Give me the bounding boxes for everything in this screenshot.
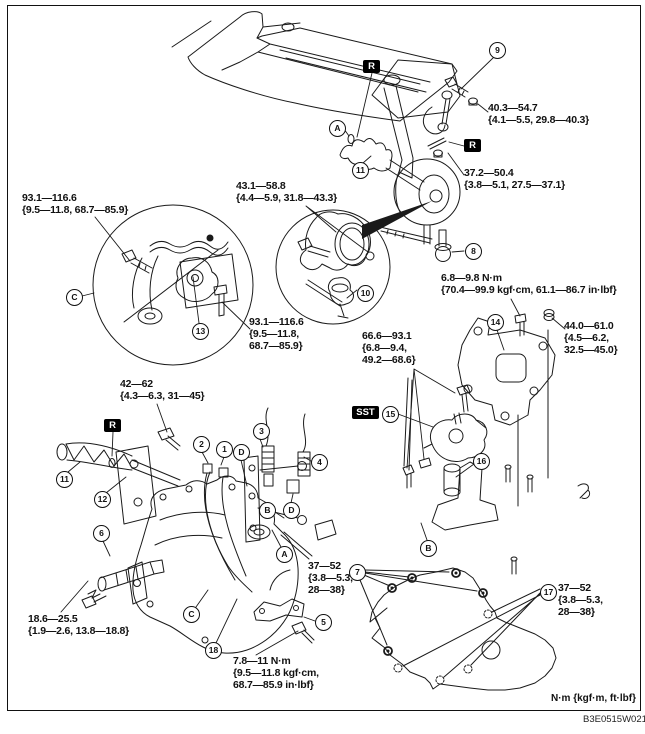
detail-circle-mount-member	[92, 204, 254, 366]
torque-label-strut-nut: 37.2—50.4 {3.8—5.1, 27.5—37.1}	[464, 167, 566, 191]
torque-label-mount-nut: 44.0—61.0 {4.5—6.2, 32.5—45.0}	[564, 320, 618, 356]
callout-5: 5	[315, 614, 332, 631]
torque-label-small-bracket: 6.8—9.8 N·m {70.4—99.9 kgf·cm, 61.1—86.7…	[441, 272, 617, 296]
callout-4: 4	[311, 454, 328, 471]
callout-1: 1	[216, 441, 233, 458]
diagram-border	[7, 5, 641, 711]
sst-marker: SST	[352, 406, 379, 419]
tie-rod-end-drawing	[379, 226, 452, 262]
torque-label-gusset-plate: 7.8—11 N·m {9.5—11.8 kgf·cm, 68.7—85.9 i…	[233, 655, 319, 691]
figure-code: B3E0515W021	[583, 714, 645, 725]
ref-letter-C: C	[66, 289, 83, 306]
torque-label-bell-housing-upper: 37—52 {3.8—5.3, 28—38}	[308, 560, 353, 596]
callout-8: 8	[465, 243, 482, 260]
mount-bracket-16-drawing	[431, 461, 591, 575]
engine-underside-drawing	[171, 11, 461, 122]
ref-letter-D: D	[283, 502, 300, 519]
callout-16: 16	[473, 453, 490, 470]
callout-7: 7	[349, 564, 366, 581]
bolt-17-points	[393, 609, 493, 685]
stabilizer-link-drawing	[422, 76, 478, 135]
torque-label-bracket-bolt: 42—62 {4.3—6.3, 31—45}	[120, 378, 205, 402]
torque-label-release-cylinder: 18.6—25.5 {1.9—2.6, 13.8—18.8}	[28, 613, 130, 637]
ref-letter-A: A	[329, 120, 346, 137]
torque-label-stabilizer-link: 40.3—54.7 {4.1—5.5, 29.8—40.3}	[488, 102, 590, 126]
ref-letter-A: A	[276, 546, 293, 563]
bell-housing-bolt-map	[359, 567, 557, 691]
replace-part-marker: R	[363, 60, 380, 73]
units-note: N·m {kgf·m, ft·lbf}	[551, 693, 636, 704]
torque-label-bell-housing-lower: 37—52 {3.8—5.3, 28—38}	[558, 582, 603, 618]
release-cylinder-and-gusset-drawing	[81, 559, 315, 644]
callout-10: 10	[357, 285, 374, 302]
mount-bracket-14-drawing	[457, 309, 556, 507]
callout-11: 11	[56, 471, 73, 488]
replace-part-marker: R	[104, 419, 121, 432]
callout-6: 6	[93, 525, 110, 542]
torque-label-mount-member-lower: 93.1—116.6 {9.5—11.8, 68.7—85.9}	[249, 316, 304, 352]
callout-9: 9	[489, 42, 506, 59]
ref-letter-B: B	[259, 502, 276, 519]
callout-18: 18	[205, 642, 222, 659]
transaxle-drawing	[127, 471, 299, 654]
replace-part-marker: R	[464, 139, 481, 152]
callout-3: 3	[253, 423, 270, 440]
callout-17: 17	[540, 584, 557, 601]
detail-circle-knuckle	[275, 201, 432, 325]
ref-letter-D: D	[233, 444, 250, 461]
strut-and-mount-drawing	[339, 85, 461, 245]
torque-label-engine-mount-bolts: 66.6—93.1 {6.8—9.4, 49.2—68.6}	[362, 330, 416, 366]
torque-label-tie-rod-end: 43.1—58.8 {4.4—5.9, 31.8—43.3}	[236, 180, 338, 204]
engine-mount-15-drawing	[402, 377, 488, 489]
ref-letter-B: B	[420, 540, 437, 557]
driveshaft-drawing	[56, 427, 181, 525]
torque-label-mount-member-upper: 93.1—116.6 {9.5—11.8, 68.7—85.9}	[22, 192, 129, 216]
callout-14: 14	[487, 314, 504, 331]
callout-2: 2	[193, 436, 210, 453]
bolt-7-points	[383, 568, 488, 656]
ref-letter-C: C	[183, 606, 200, 623]
callout-12: 12	[94, 491, 111, 508]
callout-13: 13	[192, 323, 209, 340]
callout-15: 15	[382, 406, 399, 423]
callout-11: 11	[352, 162, 369, 179]
